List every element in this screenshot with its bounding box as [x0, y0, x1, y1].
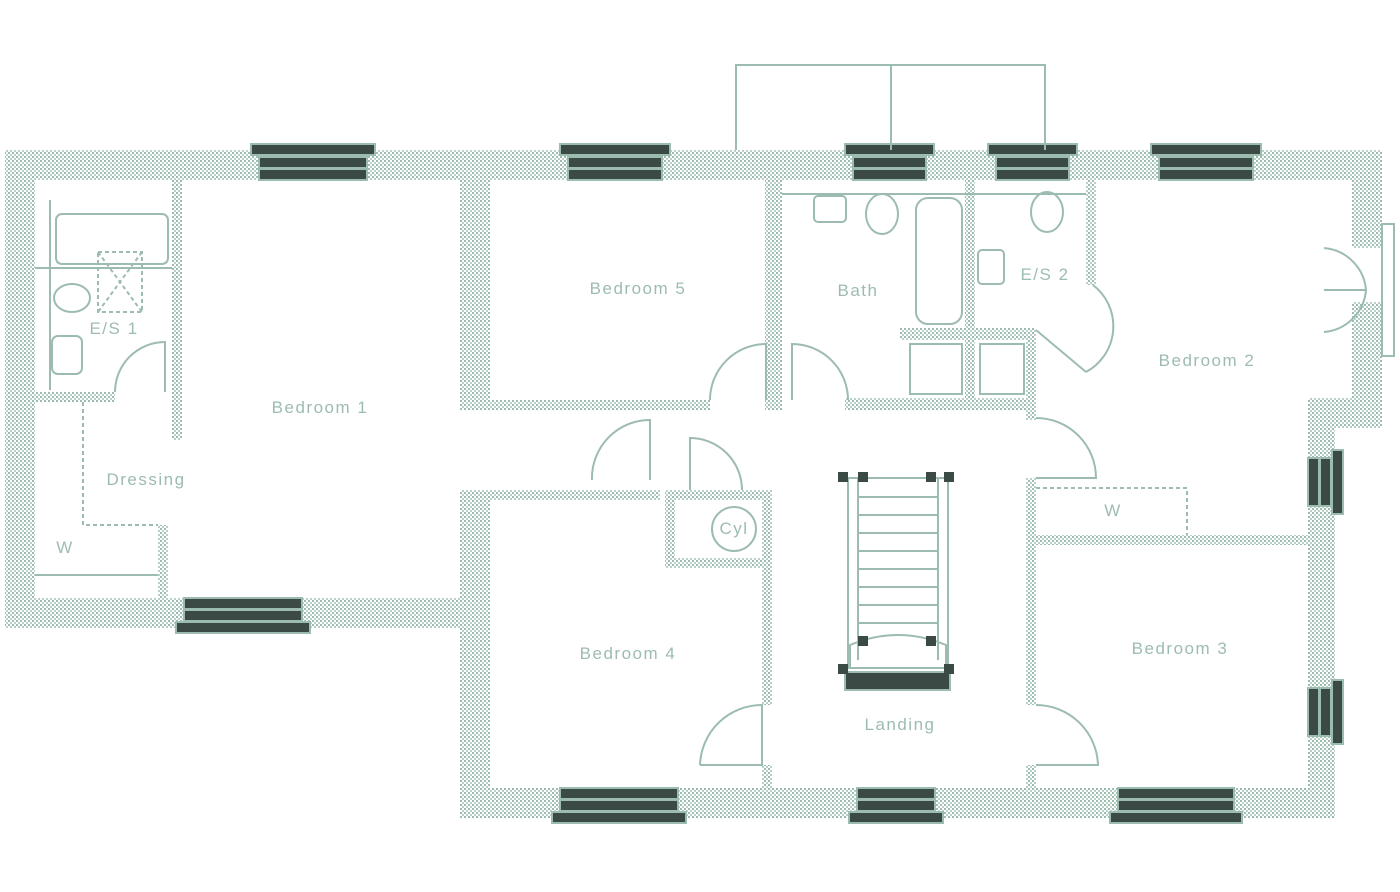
room-label-es1: E/S 1 — [89, 319, 139, 338]
walls — [5, 150, 1382, 818]
stair-posts — [838, 472, 954, 674]
room-label-wardrobe-2: W — [1104, 501, 1122, 520]
fixtures — [35, 64, 1395, 766]
room-label-es2: E/S 2 — [1020, 265, 1070, 284]
room-label-bedroom-5: Bedroom 5 — [589, 279, 687, 298]
room-label-cylinder: Cyl — [719, 519, 749, 538]
windows — [175, 143, 1344, 824]
room-label-bedroom-4: Bedroom 4 — [579, 644, 677, 663]
room-label-wardrobe-1: W — [56, 538, 74, 557]
room-label-dressing: Dressing — [106, 470, 186, 489]
room-label-bath: Bath — [837, 281, 879, 300]
room-label-bedroom-2: Bedroom 2 — [1158, 351, 1256, 370]
room-label-bedroom-3: Bedroom 3 — [1131, 639, 1229, 658]
room-label-landing: Landing — [864, 715, 936, 734]
room-label-bedroom-1: Bedroom 1 — [271, 398, 369, 417]
